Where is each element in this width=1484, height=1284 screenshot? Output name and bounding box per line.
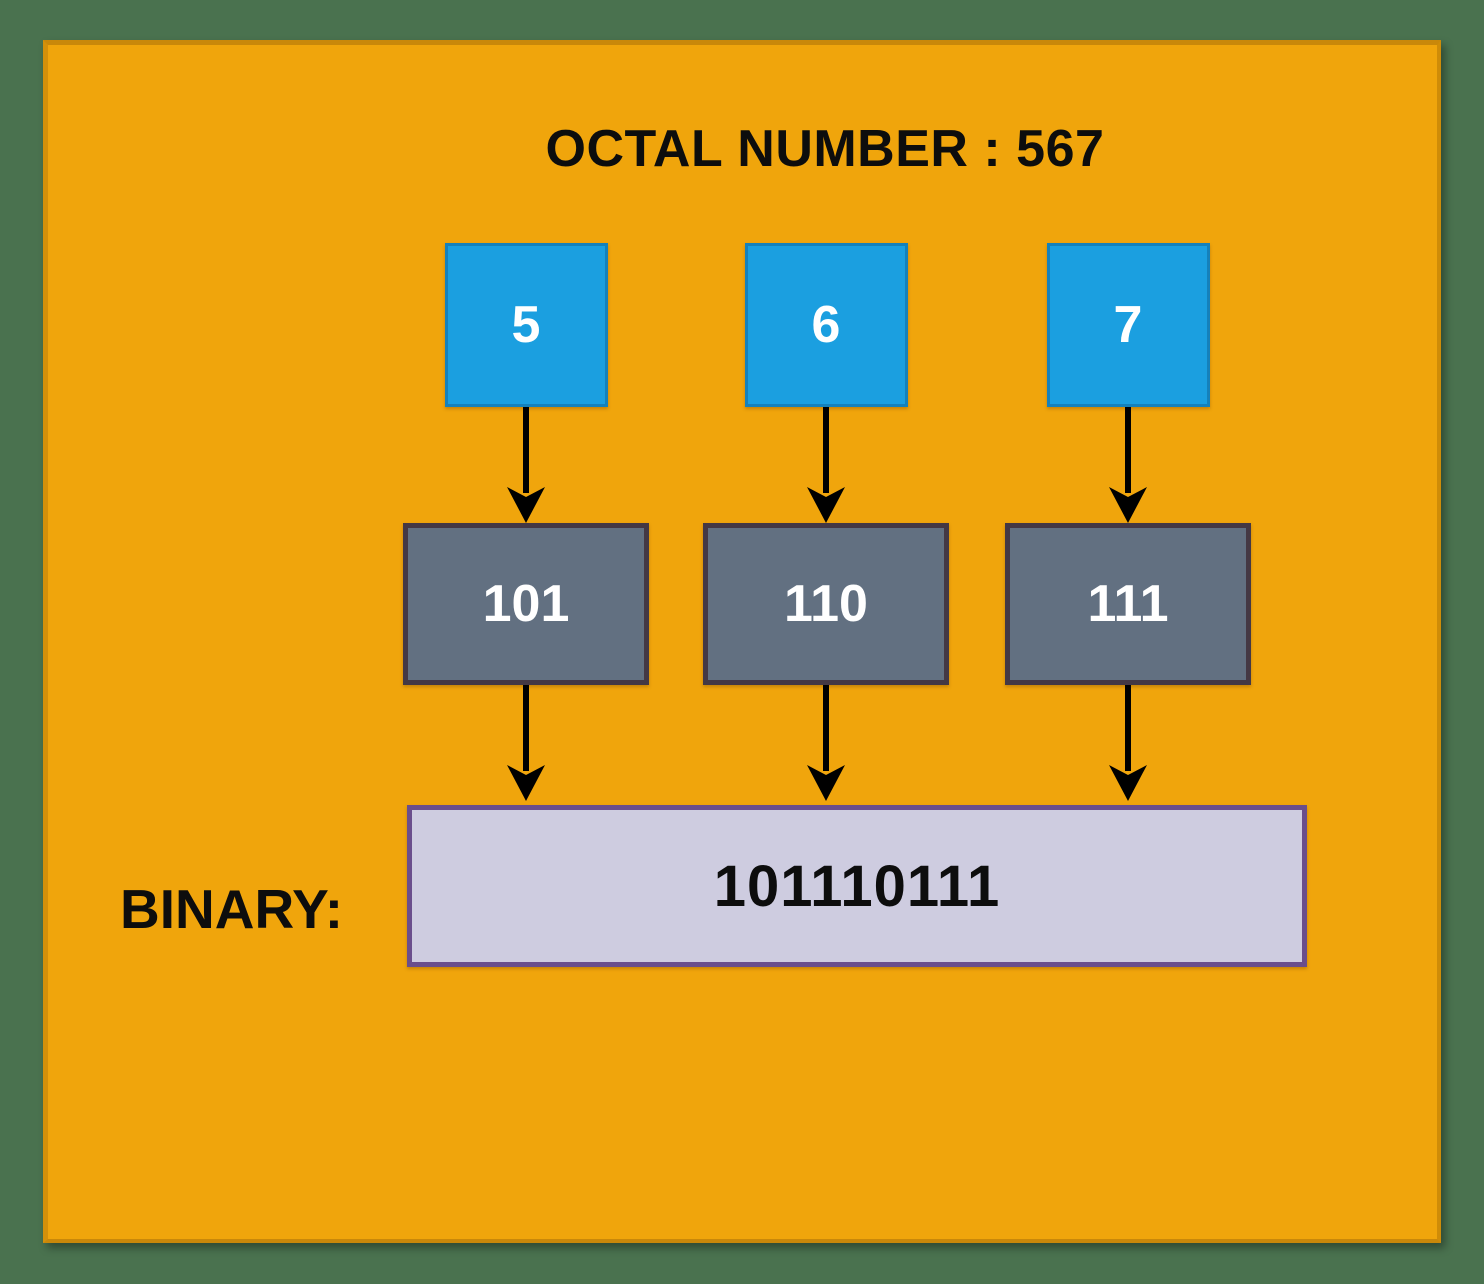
arrow-down-icon <box>807 407 845 523</box>
binary-result-value: 101110111 <box>713 853 1001 919</box>
octal-digit-box-2: 6 <box>744 243 908 407</box>
binary-group-box-3: 111 <box>1005 523 1251 685</box>
arrow-down-icon <box>1109 685 1147 801</box>
binary-group-box-2: 110 <box>703 523 949 685</box>
octal-digit-box-1: 5 <box>444 243 608 407</box>
diagram-title: OCTAL NUMBER : 567 <box>545 120 1105 178</box>
binary-group-value-2: 110 <box>784 575 868 633</box>
octal-digit-value-3: 7 <box>1113 296 1143 354</box>
octal-digit-value-2: 6 <box>811 296 841 354</box>
octal-digit-value-1: 5 <box>511 296 541 354</box>
conversion-column-1: 5 101 <box>403 243 649 801</box>
binary-group-box-1: 101 <box>403 523 649 685</box>
arrow-down-icon <box>1109 407 1147 523</box>
octal-digit-box-3: 7 <box>1046 243 1210 407</box>
conversion-column-3: 7 111 <box>1005 243 1251 801</box>
binary-group-value-1: 101 <box>482 575 570 633</box>
arrow-down-icon <box>507 407 545 523</box>
conversion-column-2: 6 110 <box>703 243 949 801</box>
arrow-down-icon <box>807 685 845 801</box>
binary-label: BINARY: <box>120 878 344 940</box>
binary-result-box: 101110111 <box>407 805 1307 967</box>
diagram-panel: OCTAL NUMBER : 567 5 101 6 <box>43 40 1441 1243</box>
arrow-down-icon <box>507 685 545 801</box>
binary-group-value-3: 111 <box>1087 575 1169 633</box>
